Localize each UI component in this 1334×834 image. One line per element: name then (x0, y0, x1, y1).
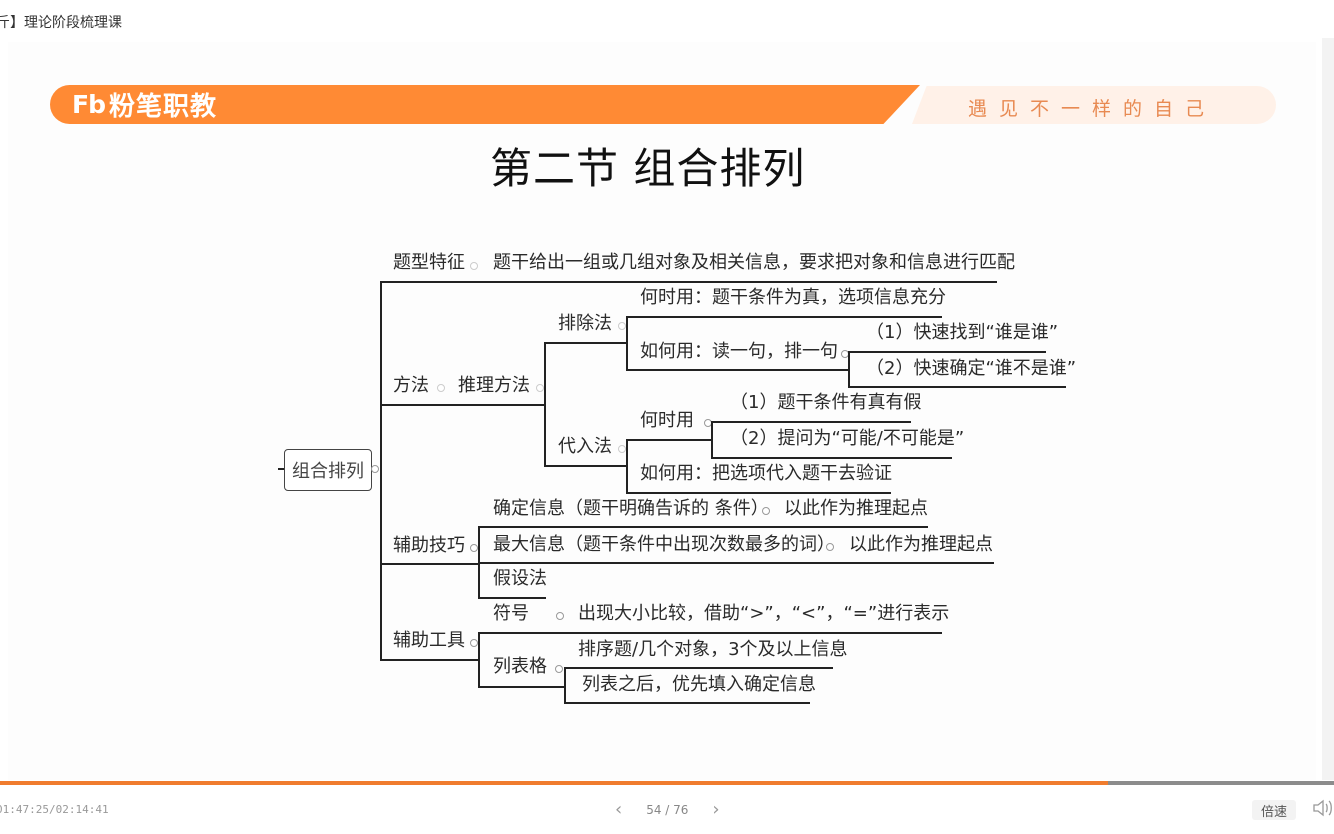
exclusion-how-item-2: （2）快速确定“谁不是谁” (866, 358, 1077, 379)
substitution-when-item-1: （1）题干条件有真有假 (730, 392, 922, 413)
substitution-when-item-2: （2）提问为“可能/不可能是” (730, 428, 965, 449)
node-dot (762, 507, 770, 515)
node-dot (556, 612, 564, 620)
tool-symbol-label: 符号 (493, 603, 529, 624)
underline (564, 702, 810, 704)
skills-label: 辅助技巧 (393, 535, 465, 556)
skill-item-3: 假设法 (493, 568, 547, 589)
feature-label: 题型特征 (393, 252, 465, 273)
underline (626, 369, 849, 371)
branch-spine (544, 342, 546, 465)
underline (544, 465, 627, 467)
substitution-how: 如何用：把选项代入题干去验证 (640, 463, 892, 484)
underline (380, 281, 997, 283)
playback-time: 01:47:25/02:14:41 (0, 803, 109, 816)
underline (544, 342, 627, 344)
node-dot (437, 384, 445, 392)
tool-table-item-2: 列表之后，优先填入确定信息 (582, 674, 816, 695)
prev-page-icon[interactable]: ‹ (615, 799, 623, 820)
root-label: 组合排列 (292, 461, 364, 482)
underline (848, 351, 1046, 353)
method-label: 方法 (393, 375, 429, 396)
underline (848, 386, 1066, 388)
window-title-bar: 斤】理论阶段梳理课 (0, 0, 1334, 40)
mindmap-root: 组合排列 (284, 449, 372, 491)
node-dot (826, 543, 834, 551)
slide-title: 第二节 组合排列 (490, 144, 806, 193)
node-dot (618, 322, 626, 330)
node-dot (470, 544, 478, 552)
underline (564, 667, 833, 669)
node-dot (470, 639, 478, 647)
method-sub-label: 推理方法 (458, 375, 530, 396)
underline (478, 526, 928, 528)
next-page-icon[interactable]: › (712, 799, 720, 820)
speed-label: 倍速 (1260, 804, 1287, 820)
underline (380, 404, 545, 406)
node-dot (618, 445, 626, 453)
underline (380, 563, 479, 565)
connector (278, 468, 284, 470)
branch-spine (711, 422, 713, 458)
skill-item-2: 最大信息（题干条件中出现次数最多的词） (493, 534, 835, 555)
underline (626, 316, 942, 318)
slogan-banner (912, 86, 1276, 124)
volume-icon[interactable] (1312, 798, 1334, 822)
node-dot (536, 384, 544, 392)
brand-logo: Fb 粉笔职教 (72, 88, 217, 122)
tool-table-label: 列表格 (493, 656, 547, 677)
progress-bar-played[interactable] (0, 781, 1108, 785)
node-dot (555, 665, 563, 673)
branch-spine (626, 440, 628, 493)
underline (478, 632, 942, 634)
tool-symbol-text: 出现大小比较，借助“>”，“<”，“=”进行表示 (578, 603, 950, 624)
player-controls (0, 780, 1334, 834)
substitution-when: 何时用 (640, 410, 694, 431)
right-gutter (1322, 38, 1334, 780)
playback-speed-button[interactable]: 倍速 (1252, 800, 1296, 820)
skill-item-1-note: 以此作为推理起点 (784, 498, 928, 519)
exclusion-label: 排除法 (558, 313, 612, 334)
page-navigator: ‹ 54 / 76 › (615, 799, 720, 820)
underline (478, 686, 565, 688)
underline (478, 562, 994, 564)
node-dot (470, 262, 478, 270)
course-title: 斤】理论阶段梳理课 (0, 15, 122, 31)
skill-item-1: 确定信息（题干明确告诉的 条件） (493, 498, 769, 519)
skill-item-2-note: 以此作为推理起点 (849, 534, 993, 555)
underline (711, 421, 911, 423)
underline (478, 597, 546, 599)
brand-name: 粉笔职教 (108, 91, 217, 122)
tool-table-item-1: 排序题/几个对象，3个及以上信息 (578, 639, 848, 660)
brand-mark: Fb (72, 89, 106, 119)
branch-spine (564, 668, 566, 703)
progress-bar-remaining[interactable] (1108, 781, 1334, 785)
slide-canvas (8, 42, 1316, 780)
node-dot (371, 465, 379, 473)
page-indicator: 54 / 76 (646, 802, 689, 817)
exclusion-when: 何时用：题干条件为真，选项信息充分 (640, 287, 946, 308)
tools-label: 辅助工具 (393, 630, 465, 651)
substitution-label: 代入法 (558, 436, 612, 457)
exclusion-how-item-1: （1）快速找到“谁是谁” (866, 322, 1059, 343)
branch-spine (478, 633, 480, 687)
branch-spine (626, 317, 628, 370)
brand-banner (50, 85, 920, 124)
slogan-text: 遇见不一样的自己 (968, 98, 1217, 120)
underline (626, 492, 891, 494)
main-spine (380, 282, 382, 660)
feature-text: 题干给出一组或几组对象及相关信息，要求把对象和信息进行匹配 (493, 252, 1015, 273)
underline (711, 457, 952, 459)
exclusion-how: 如何用：读一句，排一句 (640, 341, 838, 362)
underline (626, 439, 712, 441)
underline (380, 659, 479, 661)
branch-spine (848, 352, 850, 387)
